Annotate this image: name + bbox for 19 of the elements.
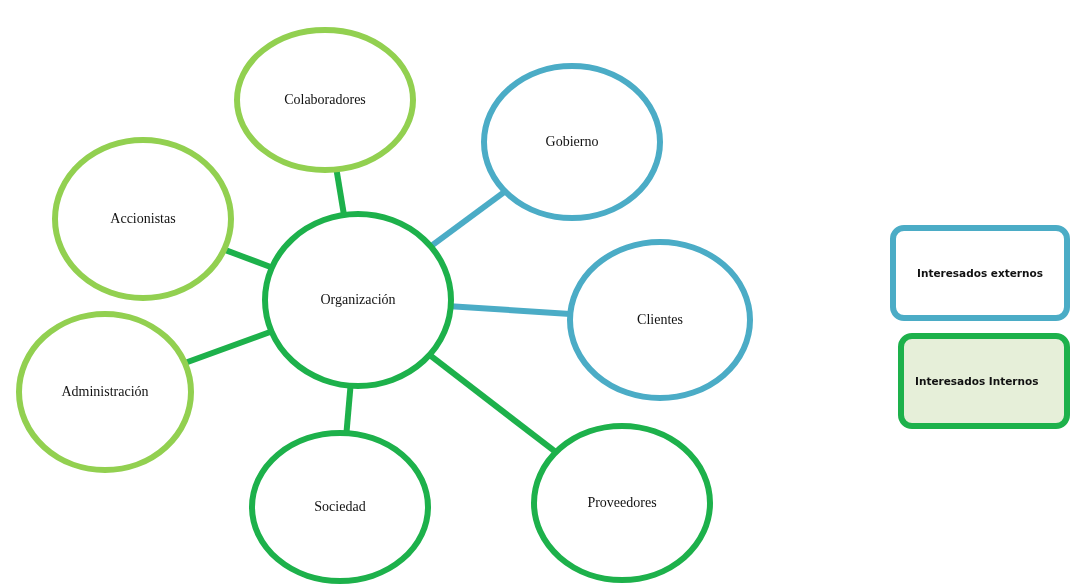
legend-label: Interesados externos [917, 267, 1043, 279]
stakeholder-ellipse [52, 137, 234, 301]
node-label: Gobierno [545, 134, 599, 150]
node-label: Sociedad [314, 499, 366, 515]
stakeholder-ellipse [262, 211, 454, 389]
node-label: Proveedores [587, 495, 657, 511]
node-label: Colaboradores [284, 92, 366, 108]
legend-label: Interesados Internos [915, 375, 1039, 387]
stakeholder-ellipse [249, 430, 431, 584]
stakeholder-ellipse [234, 27, 416, 173]
connector-line [223, 246, 273, 271]
stakeholder-ellipse [531, 423, 713, 583]
node-label: Organización [320, 292, 396, 308]
stakeholder-ellipse [16, 311, 194, 473]
stakeholder-ellipse [567, 239, 753, 401]
node-label: Accionistas [110, 211, 176, 227]
node-label: Clientes [637, 312, 683, 328]
node-label: Administración [61, 384, 149, 400]
stakeholder-ellipse [481, 63, 663, 221]
